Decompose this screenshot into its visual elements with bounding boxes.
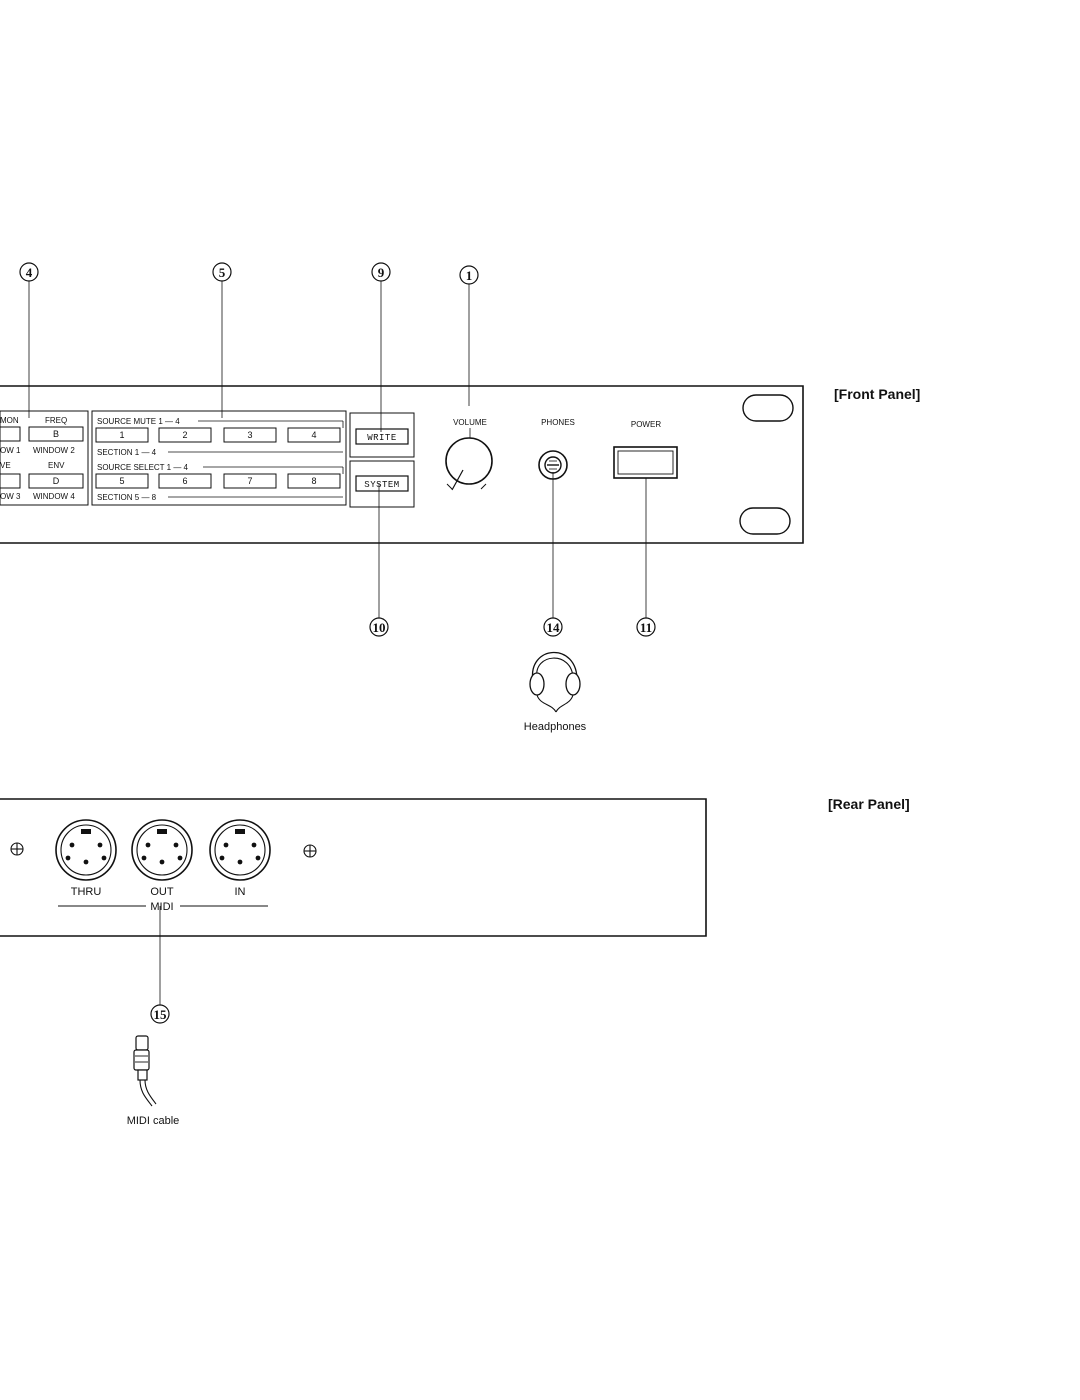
front-panel: MON FREQ B OW 1 WINDOW 2 VE ENV D OW 3 W… (0, 385, 920, 544)
freq-label: FREQ (45, 416, 67, 425)
key-b[interactable] (28, 426, 84, 442)
callout-9-label: 9 (378, 265, 385, 280)
env-label: ENV (48, 461, 65, 470)
callout-9 (371, 262, 391, 282)
source-key-2[interactable] (158, 427, 212, 443)
key-b-label: B (53, 429, 59, 439)
midi-cable-caption: MIDI cable (127, 1115, 180, 1127)
callout-10-label: 10 (373, 620, 386, 635)
callout-4 (19, 262, 39, 282)
rack-slot-bottom (739, 507, 791, 535)
midi-thru-label: THRU (71, 886, 102, 898)
callout-4-label: 4 (26, 265, 33, 280)
key-d[interactable] (28, 473, 84, 489)
window-keys-group: MON FREQ B OW 1 WINDOW 2 VE ENV D OW 3 W… (0, 410, 89, 506)
callout-markers: 4 5 9 1 10 14 11 15 (19, 262, 656, 1024)
headphones-icon (529, 651, 581, 713)
volume-knob[interactable] (445, 437, 493, 485)
front-panel-title: [Front Panel] (834, 386, 920, 402)
midi-in-port[interactable] (209, 819, 271, 881)
source-key-8-label: 8 (311, 476, 316, 486)
callout-leaders (28, 281, 647, 1005)
wave-label: VE (0, 461, 11, 470)
midi-thru-port[interactable] (55, 819, 117, 881)
callout-11 (636, 617, 656, 637)
headphones-caption: Headphones (524, 721, 587, 733)
rear-panel-title: [Rear Panel] (828, 796, 910, 812)
midi-out-port[interactable] (131, 819, 193, 881)
source-key-3[interactable] (223, 427, 277, 443)
source-key-5[interactable] (95, 473, 149, 489)
window-2-label: WINDOW 2 (33, 446, 75, 455)
system-button-label: SYSTEM (364, 480, 399, 490)
callout-14-label: 14 (547, 620, 561, 635)
screw-left-icon (10, 842, 24, 856)
callout-11-label: 11 (640, 620, 652, 635)
source-key-6-label: 6 (182, 476, 187, 486)
source-key-2-label: 2 (182, 430, 187, 440)
callout-14 (543, 617, 563, 637)
window-1-label: OW 1 (0, 446, 21, 455)
midi-group-label: MIDI (150, 901, 173, 913)
power-label: POWER (631, 420, 661, 429)
screw-right-icon (303, 844, 317, 858)
midi-in-label: IN (235, 886, 246, 898)
section-1-4-label: SECTION 1 — 4 (97, 448, 157, 457)
source-keys-group: SOURCE MUTE 1 — 4 SECTION 1 — 4 SOURCE S… (91, 410, 347, 506)
source-key-7-label: 7 (247, 476, 252, 486)
volume-pointer (451, 469, 464, 491)
rack-slot-top (742, 394, 794, 422)
source-select-label: SOURCE SELECT 1 — 4 (97, 463, 189, 472)
mon-label: MON (0, 416, 19, 425)
power-switch[interactable] (613, 446, 678, 479)
write-button[interactable] (355, 428, 409, 445)
source-key-1-label: 1 (119, 430, 124, 440)
source-key-7[interactable] (223, 473, 277, 489)
section-5-8-label: SECTION 5 — 8 (97, 493, 157, 502)
midi-out-label: OUT (150, 886, 174, 898)
midi-cable-icon (133, 1035, 157, 1107)
source-key-1[interactable] (95, 427, 149, 443)
callout-1 (459, 265, 479, 285)
source-key-5-label: 5 (119, 476, 124, 486)
system-button[interactable] (355, 475, 409, 492)
write-button-label: WRITE (367, 433, 397, 443)
source-key-3-label: 3 (247, 430, 252, 440)
rear-panel: [Rear Panel] (0, 796, 910, 937)
callout-10 (369, 617, 389, 637)
source-key-8[interactable] (287, 473, 341, 489)
source-key-4[interactable] (287, 427, 341, 443)
key-c[interactable] (0, 473, 21, 489)
volume-label: VOLUME (453, 418, 487, 427)
source-mute-label: SOURCE MUTE 1 — 4 (97, 417, 180, 426)
source-key-6[interactable] (158, 473, 212, 489)
callout-5 (212, 262, 232, 282)
phones-label: PHONES (541, 418, 575, 427)
callout-5-label: 5 (219, 265, 226, 280)
window-4-label: WINDOW 4 (33, 492, 75, 501)
source-key-4-label: 4 (311, 430, 316, 440)
callout-15-label: 15 (154, 1007, 168, 1022)
callout-1-label: 1 (466, 268, 473, 283)
key-d-label: D (53, 476, 60, 486)
window-3-label: OW 3 (0, 492, 21, 501)
callout-15 (150, 1004, 170, 1024)
key-a[interactable] (0, 426, 21, 442)
